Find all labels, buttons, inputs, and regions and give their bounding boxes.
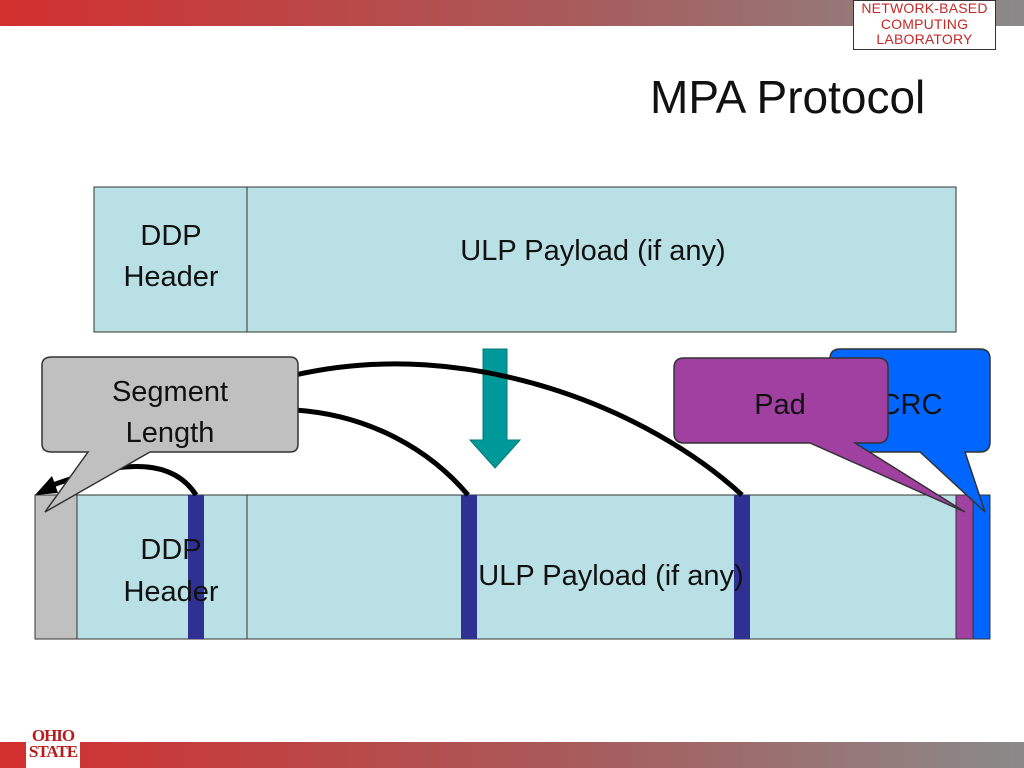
segment-length-label: Segment xyxy=(112,376,228,408)
pointer-curve xyxy=(294,407,470,497)
pointer-arrowhead-icon xyxy=(35,476,58,495)
crc-label: CRC xyxy=(880,389,943,421)
pad-label: Pad xyxy=(754,389,806,421)
pointer-curve xyxy=(294,361,744,497)
ulp-payload-label: ULP Payload (if any) xyxy=(460,235,725,267)
ddp-header-label: Header xyxy=(123,261,218,293)
lab-logo-line: LABORATORY xyxy=(876,31,973,47)
mpa-ulp-payload-label: ULP Payload (if any) xyxy=(478,560,743,592)
bottom-accent-bar xyxy=(0,742,1024,768)
segment-length-field xyxy=(34,494,78,640)
slide-title: MPA Protocol xyxy=(650,71,926,123)
mpa-ddp-header-label: Header xyxy=(123,576,218,608)
university-logo: OHIO STATE xyxy=(26,726,80,768)
ddp-segment-box xyxy=(93,186,957,333)
segment-length-label: Length xyxy=(126,417,215,449)
mpa-frame-box xyxy=(76,494,957,640)
segment-length-callout xyxy=(41,356,299,513)
down-arrow-icon xyxy=(468,348,522,469)
marker-strip xyxy=(461,495,477,639)
lab-logo-line: NETWORK-BASED xyxy=(861,0,988,16)
pad-field xyxy=(955,494,974,640)
mpa-ddp-header-label: DDP xyxy=(140,534,201,566)
university-logo-line: OHIO xyxy=(31,726,75,745)
marker-strip xyxy=(734,495,750,639)
pad-callout xyxy=(673,357,966,513)
ddp-header-label: DDP xyxy=(140,220,201,252)
crc-field xyxy=(972,494,991,640)
university-logo-line: STATE xyxy=(28,742,78,761)
marker-strip xyxy=(188,495,204,639)
lab-logo-line: COMPUTING xyxy=(880,15,969,32)
lab-logo: NETWORK-BASED COMPUTING LABORATORY xyxy=(853,0,996,50)
